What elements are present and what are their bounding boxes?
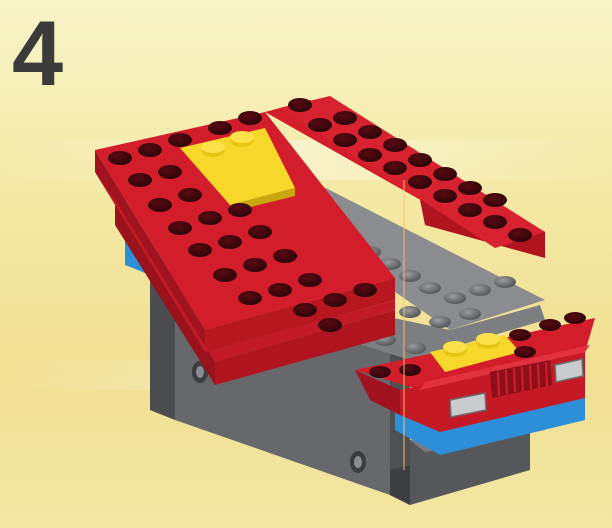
- technic-hole: [350, 451, 366, 473]
- step-number: 4: [12, 8, 61, 100]
